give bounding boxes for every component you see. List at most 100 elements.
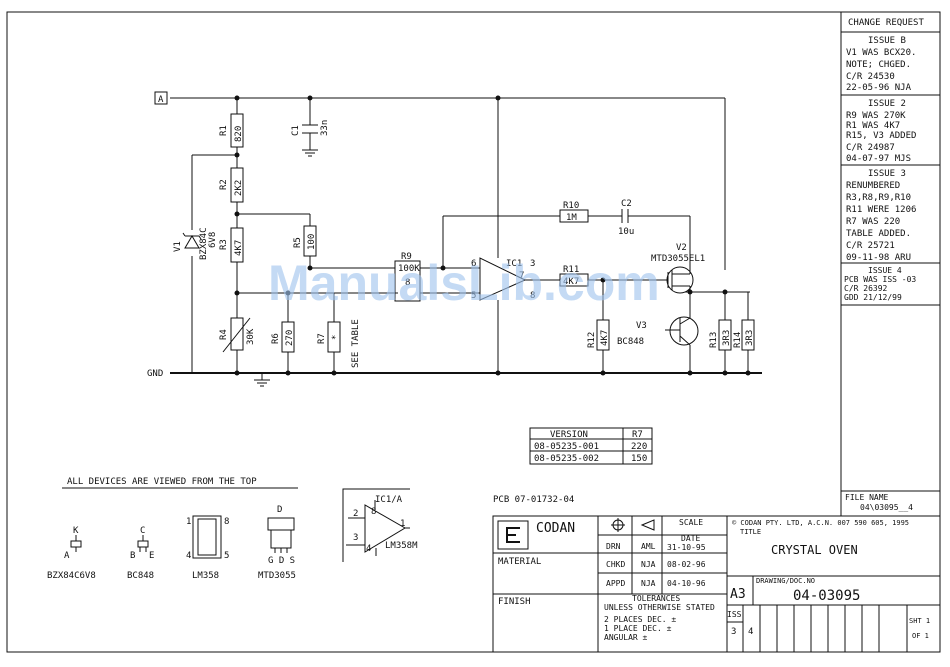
drawing-border (6, 11, 941, 653)
ic-detail-pin1: 1 (400, 519, 405, 529)
tolerances-line: ANGULAR ± (604, 633, 648, 642)
v1-value2: 6V8 (208, 232, 218, 248)
pcb-number: PCB 07-01732-04 (493, 495, 574, 505)
net-a-label: A (158, 95, 164, 105)
material-label: MATERIAL (498, 557, 541, 567)
zener-pin-a: A (64, 551, 70, 561)
chkd-initials: NJA (641, 560, 656, 569)
tolerances-line: UNLESS OTHERWISE STATED (604, 603, 715, 612)
issue-2-line: R9 WAS 270K (846, 111, 906, 121)
ic1-pin8: 8 (530, 291, 535, 301)
sheet-number: SHT 1 (909, 617, 930, 625)
ic1-pin3: 3 (530, 259, 535, 269)
c2-value: 10u (618, 227, 634, 237)
title-label: TITLE (740, 528, 761, 536)
version-cell: 08-05235-002 (534, 454, 599, 464)
version-cell: 08-05235-001 (534, 442, 599, 452)
r11-ref: R11 (563, 265, 579, 275)
v2-ref: V2 (676, 243, 687, 253)
zener-pin-k: K (73, 526, 79, 536)
r6-value: 270 (285, 330, 295, 346)
lm358-name: LM358 (192, 571, 219, 581)
r10-value: 1M (566, 213, 577, 223)
issue-4-line: GDD 21/12/99 (844, 293, 902, 302)
r11-value: 4K7 (563, 277, 579, 287)
issue-b-line: V1 WAS BCX20. (846, 48, 916, 58)
date-label: DATE (681, 534, 700, 543)
r1-ref: R1 (219, 125, 229, 136)
issue-2-line: 04-07-97 MJS (846, 154, 911, 164)
v2-value: MTD3055EL1 (651, 254, 705, 264)
c1-ref: C1 (291, 125, 301, 136)
r1-value: 820 (234, 126, 244, 142)
r4-value: 30K (246, 328, 256, 345)
ic-detail-pin3: 3 (353, 533, 358, 543)
r7-header: R7 (632, 430, 643, 440)
issue-2-line: R1 WAS 4K7 (846, 121, 900, 131)
r10-ref: R10 (563, 201, 579, 211)
appd-initials: NJA (641, 579, 656, 588)
r7-note: SEE TABLE (351, 319, 361, 368)
r7-cell: 150 (631, 454, 647, 464)
r7-cell: 220 (631, 442, 647, 452)
r3-value: 4K7 (234, 240, 244, 256)
iss-current: 4 (748, 627, 753, 637)
r12-value: 4K7 (600, 330, 610, 346)
issue-3-line: R3,R8,R9,R10 (846, 193, 911, 203)
bc848-pin-b: B (130, 551, 135, 561)
tolerances-title: TOLERANCES (632, 594, 680, 603)
issue-3-line: TABLE ADDED. (846, 229, 911, 239)
copyright: © CODAN PTY. LTD, A.C.N. 007 590 605, 19… (732, 519, 909, 527)
finish-label: FINISH (498, 597, 531, 607)
drn-date: 31-10-95 (667, 543, 706, 552)
ic1-pin7: 7 (519, 271, 524, 281)
chkd-date: 08-02-96 (667, 560, 706, 569)
r9-value: 100K (398, 264, 420, 274)
r2-ref: R2 (219, 179, 229, 190)
issue-3-line: ISSUE 3 (868, 169, 906, 179)
r9-ref: R9 (401, 252, 412, 262)
ic1-pin5: 5 (471, 291, 476, 301)
issue-3-line: R11 WERE 1206 (846, 205, 916, 215)
ic1-pin6: 6 (471, 259, 476, 269)
iss-prev: 3 (731, 627, 736, 637)
r5-value: 100 (307, 234, 317, 250)
r14-ref: R14 (733, 332, 743, 348)
ic-detail-pin2: 2 (353, 509, 358, 519)
issue-b-line: ISSUE B (868, 36, 906, 46)
issue-2-line: R15, V3 ADDED (846, 131, 916, 141)
change-request-header: CHANGE REQUEST (848, 18, 924, 28)
bc848-name: BC848 (127, 571, 154, 581)
ic1-ref: IC1 (506, 259, 522, 269)
r5-ref: R5 (293, 237, 303, 248)
version-header: VERSION (550, 430, 588, 440)
ic-detail-ref: IC1/A (375, 495, 403, 505)
c2-ref: C2 (621, 199, 632, 209)
company-name: CODAN (536, 521, 575, 536)
drawing-number: 04-03095 (793, 588, 860, 604)
ic-detail-pin4: 4 (366, 544, 371, 554)
issue-b-line: NOTE; CHGED. (846, 60, 911, 70)
lm358-pin5: 5 (224, 551, 229, 561)
watermark: ManualsLib.com (268, 255, 660, 311)
issue-4-line: ISSUE 4 (868, 266, 902, 275)
drawing-title: CRYSTAL OVEN (771, 543, 858, 557)
r2-value: 2K2 (234, 180, 244, 196)
drn-initials: AML (641, 542, 656, 551)
issue-2-line: ISSUE 2 (868, 99, 906, 109)
lm358-pin1: 1 (186, 517, 191, 527)
sheet-total: OF 1 (912, 632, 929, 640)
bc848-pin-c: C (140, 526, 145, 536)
r14-value: 3R3 (745, 330, 755, 346)
mtd-name: MTD3055 (258, 571, 296, 581)
issue-b-line: C/R 24530 (846, 72, 895, 82)
appd-date: 04-10-96 (667, 579, 706, 588)
devices-title: ALL DEVICES ARE VIEWED FROM THE TOP (67, 477, 257, 487)
drawing-no-label: DRAWING/DOC.NO (756, 577, 815, 585)
issue-4-line: PCB WAS ISS -03 (844, 275, 916, 284)
zener-name: BZX84C6V8 (47, 571, 96, 581)
issue-3-line: C/R 25721 (846, 241, 895, 251)
bc848-pin-e: E (149, 551, 154, 561)
appd-label: APPD (606, 579, 625, 588)
